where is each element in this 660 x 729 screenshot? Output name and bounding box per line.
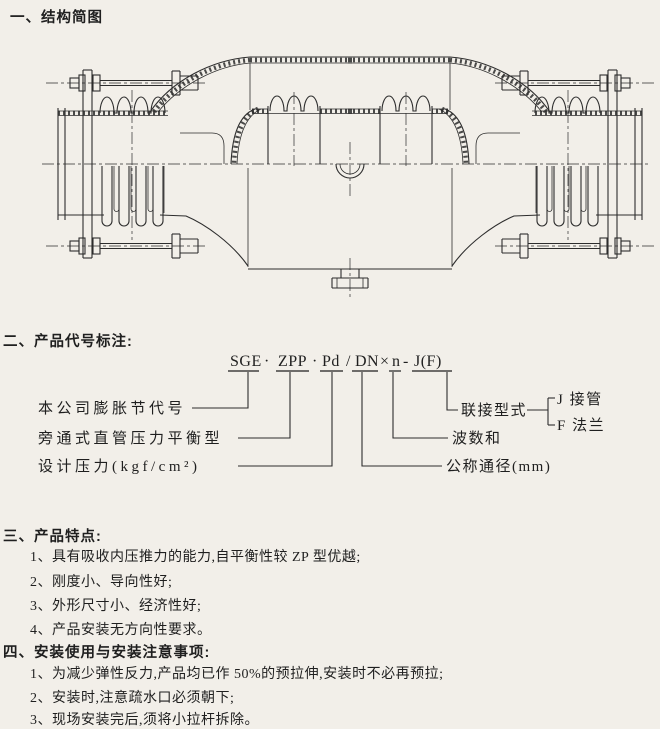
feature-item-2: 2、刚度小、导向性好; <box>30 575 173 590</box>
outer-shell <box>149 56 352 270</box>
feature-item-4: 4、产品安装无方向性要求。 <box>30 623 212 638</box>
leader-pressure <box>238 372 333 467</box>
label-connection-type: 联接型式 <box>461 402 527 419</box>
code-part-diameter: DN <box>355 353 379 370</box>
branch-j-pipe: J 接管 <box>557 391 603 408</box>
leader-type <box>238 372 291 439</box>
section-1-heading: 一、结构简图 <box>10 10 103 26</box>
label-nominal-diameter: 公称通径(mm) <box>446 458 551 475</box>
leader-diameter <box>361 372 442 467</box>
joint-left-half <box>46 56 352 270</box>
section-3-heading: 三、产品特点: <box>3 529 102 545</box>
code-part-type: ZPP <box>278 353 307 370</box>
note-item-1: 1、为减少弹性反力,产品均已作 50%的预拉伸,安装时不必再预拉; <box>30 667 444 682</box>
leader-connection <box>446 372 458 411</box>
section-4-heading: 四、安装使用与安装注意事项: <box>3 645 211 661</box>
branch-f-flange: F 法兰 <box>557 417 605 434</box>
label-design-pressure: 设计压力(kgf/cm²) <box>38 458 200 475</box>
drain-port <box>331 258 369 298</box>
inner-assembly <box>180 92 352 166</box>
feature-item-1: 1、具有吸收内压推力的能力,自平衡性较 ZP 型优越; <box>30 550 361 565</box>
joint-right-half <box>348 57 654 269</box>
leader-company <box>192 372 249 409</box>
code-part-company: SGE <box>230 353 262 370</box>
code-separator-times: × <box>380 353 390 370</box>
label-company-code: 本公司膨胀节代号 <box>38 400 186 417</box>
code-part-pressure: Pd <box>322 353 340 370</box>
label-wave-count: 波数和 <box>452 430 502 447</box>
code-part-waves: n <box>392 353 401 370</box>
leader-waves <box>392 372 448 439</box>
feature-item-3: 3、外形尺寸小、经济性好; <box>30 599 202 614</box>
outer-bellows <box>99 90 166 240</box>
code-separator-hyphen: - <box>403 353 409 370</box>
code-part-connection: J(F) <box>414 353 442 370</box>
code-separator-dot: · <box>312 353 318 370</box>
code-separator-slash: / <box>346 353 351 370</box>
section-2-heading: 二、产品代号标注: <box>3 334 133 350</box>
structure-diagram <box>42 28 660 298</box>
note-item-3: 3、现场安装完后,须将小拉杆拆除。 <box>30 713 259 728</box>
tie-rod-bottom <box>46 233 206 259</box>
center-nozzle <box>335 142 365 196</box>
code-separator-dot: · <box>264 353 270 370</box>
label-balanced-type: 旁通式直管压力平衡型 <box>38 430 223 447</box>
product-code-diagram: SGE · ZPP · Pd / DN × n - J(F) 本公司膨胀节代号 … <box>38 353 605 475</box>
note-item-2: 2、安装时,注意疏水口必须朝下; <box>30 691 235 706</box>
tie-rod-top <box>46 70 206 96</box>
